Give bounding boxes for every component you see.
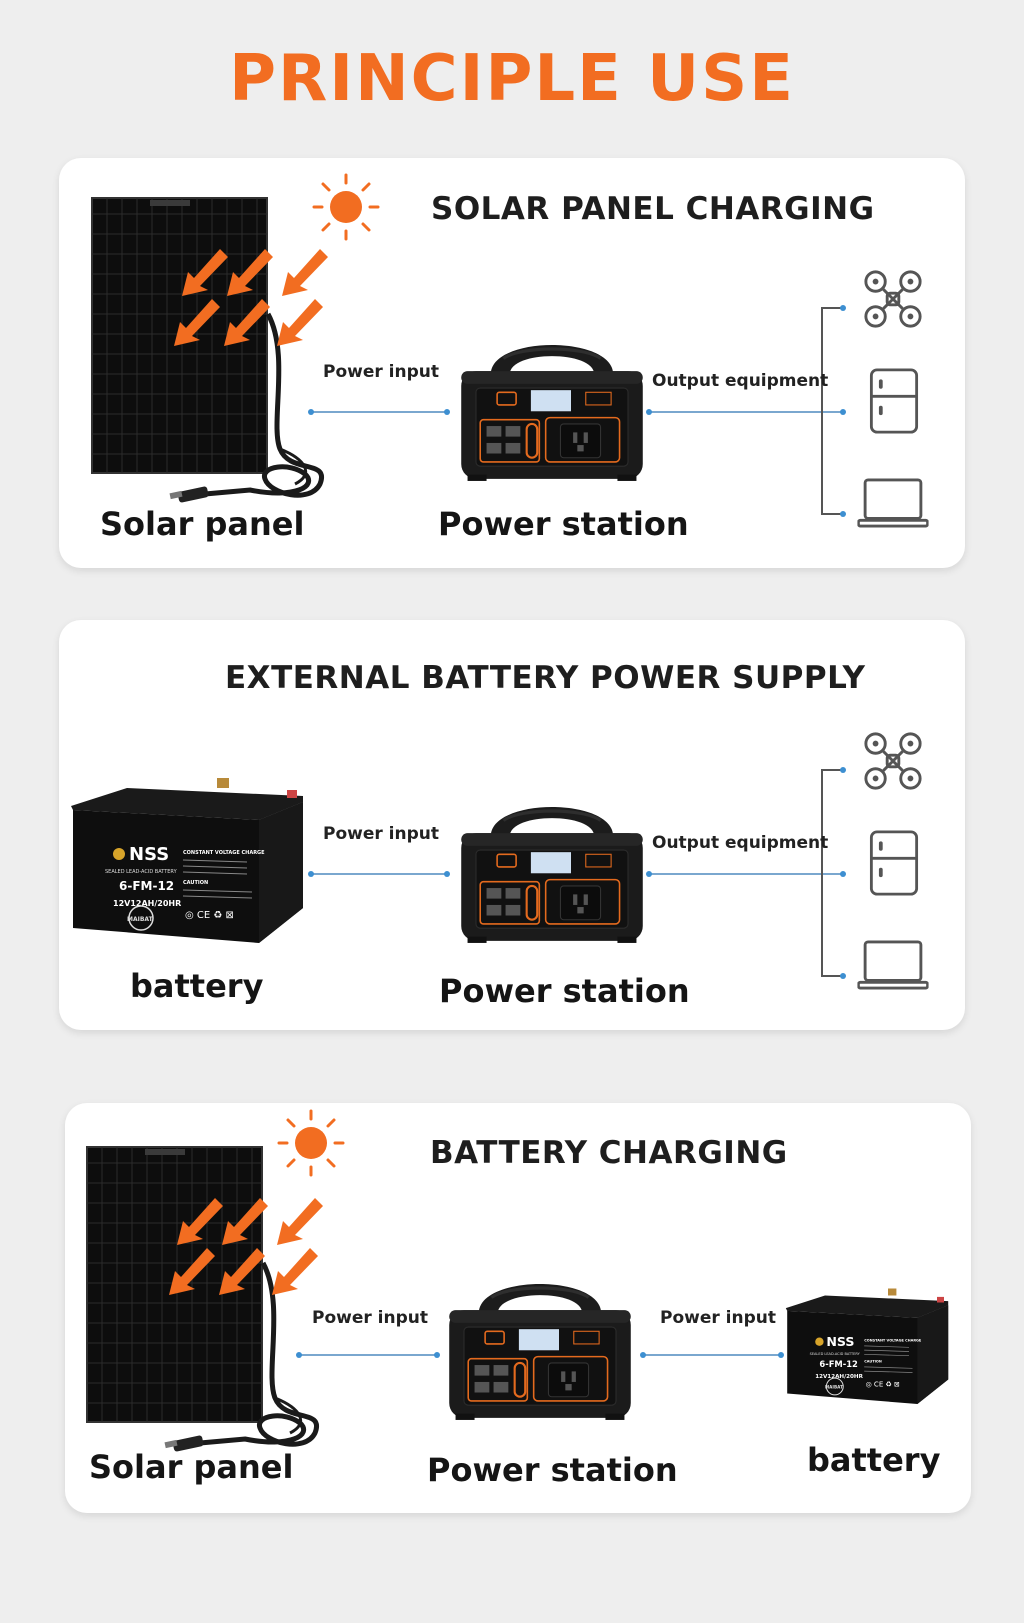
drone-icon bbox=[862, 268, 924, 330]
power-station-label: Power station bbox=[427, 1451, 678, 1489]
laptop-icon bbox=[857, 940, 929, 990]
solar-panel-label: Solar panel bbox=[89, 1448, 294, 1486]
power-input-label: Power input bbox=[312, 1308, 429, 1328]
section-battery-charging: BATTERY CHARGING Power input Power input… bbox=[65, 1103, 971, 1513]
section-title: BATTERY CHARGING bbox=[430, 1135, 788, 1171]
connector-lines bbox=[296, 1352, 784, 1358]
power-input-label: Power input bbox=[323, 824, 440, 844]
section-title: EXTERNAL BATTERY POWER SUPPLY bbox=[225, 660, 866, 696]
battery-label: battery bbox=[807, 1441, 941, 1479]
connector-lines bbox=[308, 305, 846, 517]
fridge-icon bbox=[869, 368, 919, 434]
section-title: SOLAR PANEL CHARGING bbox=[431, 191, 875, 227]
power-input-label: Power input bbox=[660, 1308, 777, 1328]
laptop-icon bbox=[857, 478, 929, 528]
output-equipment-label: Output equipment bbox=[652, 833, 829, 853]
fridge-icon bbox=[869, 830, 919, 896]
section-external-battery-power-supply: EXTERNAL BATTERY POWER SUPPLY Power inpu… bbox=[59, 620, 965, 1030]
solar-panel-label: Solar panel bbox=[100, 505, 305, 543]
power-input-label: Power input bbox=[323, 362, 440, 382]
power-station-label: Power station bbox=[439, 972, 690, 1010]
section-solar-panel-charging: SOLAR PANEL CHARGING Power input Output … bbox=[59, 158, 965, 568]
drone-icon bbox=[862, 730, 924, 792]
output-equipment-label: Output equipment bbox=[652, 371, 829, 391]
power-station-label: Power station bbox=[438, 505, 689, 543]
connector-lines bbox=[308, 767, 846, 979]
battery-label: battery bbox=[130, 967, 264, 1005]
page-title: PRINCIPLE USE bbox=[229, 42, 795, 116]
